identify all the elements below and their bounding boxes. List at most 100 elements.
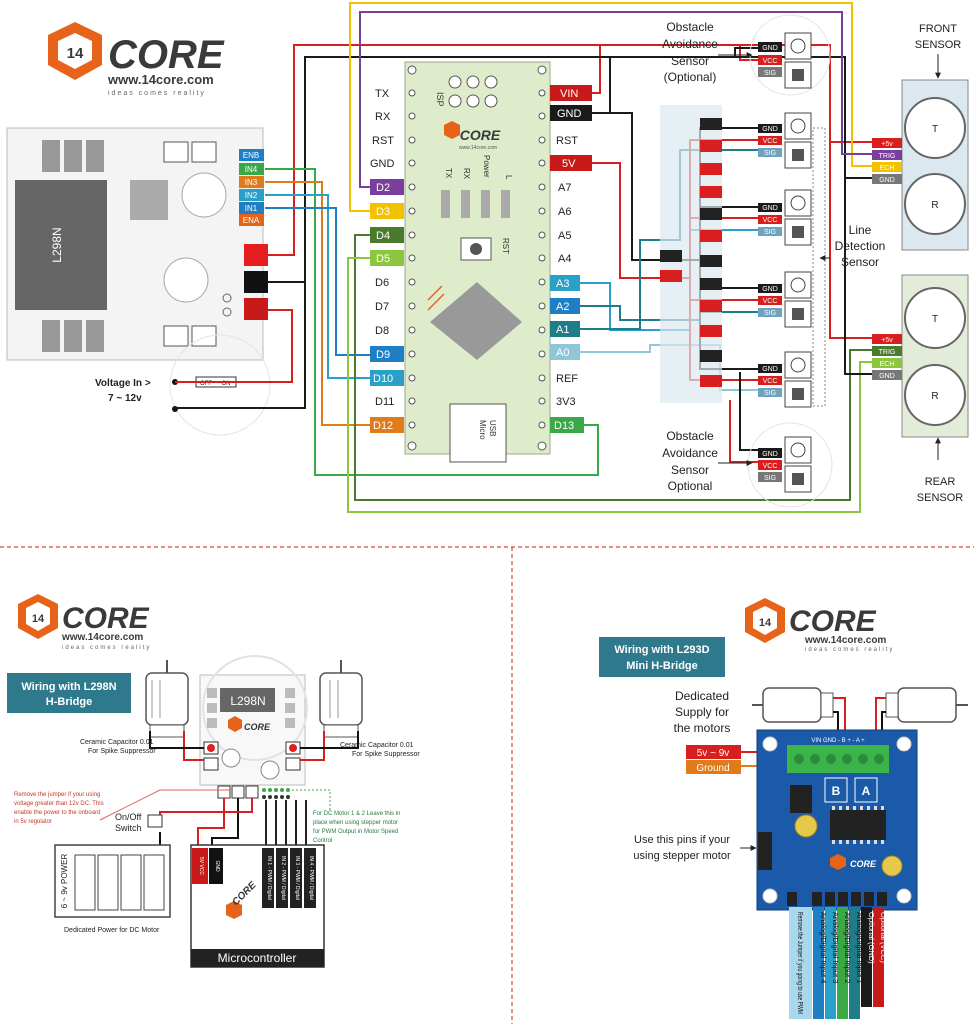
jumper-note: Remove the jumper if your using voltage … [14,792,104,825]
rear-ech: ECH [880,361,895,368]
motor-note: For DC Motor 1 & 2 Leave this in place w… [313,811,400,844]
pin-d4: D4 [376,230,390,242]
l298n-board-bottom: L298N CORE [199,655,308,799]
motor-note-3: for PWM Output in Motor Speed [313,829,398,835]
l293d-title-1: Wiring with L293D [614,644,709,656]
motor-note-2: place when using stepper motor [313,820,398,826]
l293d-terminal-labels: VIN GND - B + - A + [811,738,865,744]
micro-usb-port [449,403,507,463]
brand-logo-bottom-left: 14 CORE www.14core.com ideas comes reali… [18,594,151,651]
onoff-label-2: Switch [115,823,142,833]
line4-sig: SIG [764,390,776,397]
jumper-note-2: voltage greater than 12v DC. This [14,801,104,807]
dc-motor-right [319,660,363,738]
logo-br-tagline: ideas comes reality [805,647,894,653]
l298n-pin-tags: ENB IN4 IN3 IN2 IN1 ENA [239,149,264,226]
front-5v: +5v [881,141,893,148]
l298n-chip [15,180,107,310]
onoff-switch[interactable] [147,814,163,828]
pin-label-in4: IN4 [245,165,258,174]
rear-ultrasonic-sensor: T R +5v TRIG ECH GND [872,274,969,438]
line3-gnd: GND [762,286,778,293]
obstacle-top-label: Obstacle Avoidance Sensor (Optional) [662,20,718,84]
switch-highlight [169,334,271,436]
pin-d12: D12 [373,420,393,432]
nano-right-pins: RST A7 A6 A5 A4 REF 3V3 [556,135,578,408]
line1-vcc: VCC [763,138,778,145]
line4-vcc: VCC [763,378,778,385]
l293d-pin-labels: Remove the Jumper if you going to use PW… [789,907,888,1019]
obs-top-l4: (Optional) [664,70,717,84]
pin-d9: D9 [376,349,390,361]
mcu-pin-in2: IN 2 - PWM / Digital [280,856,286,900]
pin-d3: D3 [376,206,390,218]
logo-bl-badge: 14 [32,613,45,625]
label-input-1: Analog/Digital Input 1 [855,912,864,983]
front-r: R [931,200,938,211]
pin-a5: A5 [558,230,571,242]
ir-sensor-top: GND VCC SIG [749,14,831,96]
logo-bl-tagline: ideas comes reality [62,645,151,651]
pin-a7: A7 [558,182,571,194]
pin-rst-left: RST [372,135,394,147]
line2-sig: SIG [764,229,776,236]
logo-br-wordmark: CORE [789,605,877,638]
ded-l2: Supply for [675,705,729,719]
cap-left-1: Ceramic Capacitor 0.01 [80,739,154,746]
pin-label-in2: IN2 [245,191,258,200]
rear-label-2: SENSOR [917,492,964,504]
ir-bottom-vcc: VCC [763,463,778,470]
line-detection-label: Line Detection Sensor [835,223,886,269]
nano-logo-icon [444,121,460,139]
jumper-note-4: in 5v regulator [14,819,52,825]
pin-label-in3: IN3 [245,178,258,187]
front-gnd: GND [879,177,895,184]
pin-label-ena: ENA [243,216,260,225]
mcu-pin-in3: IN 3 - PWM / Digital [294,856,300,900]
label-optional-gnd: Optional (GND) [867,912,876,964]
rear-gnd: GND [879,373,895,380]
obs-bottom-l1: Obstacle [666,429,714,443]
logo-bl-wordmark: CORE [62,602,150,635]
silk-tx: TX [444,168,453,179]
cap-labels: Ceramic Capacitor 0.01 For Spike Suppres… [80,739,420,758]
silk-rx: RX [462,168,471,180]
logo-badge: 14 [67,45,84,62]
obs-top-l1: Obstacle [666,20,714,34]
pin-rst-right: RST [556,135,578,147]
brand-logo-bottom-right: 14 CORE www.14core.com ideas comes reali… [745,598,894,653]
front-ultrasonic-sensor: T R +5v TRIG ECH GND [872,79,969,251]
mcu-pin-vcc: 5V VCC [198,857,204,875]
ded-l1: Dedicated [675,689,729,703]
terminal-5v [244,298,268,320]
logo-br-badge: 14 [759,617,772,629]
silk-micro: Micro [478,420,487,440]
label-remove-jumper: Remove the Jumper if you going to use PW… [796,912,805,1014]
line2-vcc: VCC [763,217,778,224]
front-ech: ECH [880,165,895,172]
dc-motor-left [145,660,189,738]
silk-l: L [504,175,513,180]
onoff-label-1: On/Off [115,812,142,822]
terminal-gnd [244,271,268,293]
jumper-note-1: Remove the jumper if your using [14,792,100,798]
rear-trig: TRIG [879,349,896,356]
logo-url: www.14core.com [107,72,214,87]
mcu-pin-gnd: GND [214,860,220,872]
l293d-chip [830,810,886,840]
pin-tag-in3 [239,176,264,188]
mini-motor-left [752,687,834,723]
voltage-label-2: 7 ~ 12v [108,393,142,404]
mcu-label: Microcontroller [218,951,297,965]
ir-top-vcc: VCC [763,58,778,65]
ir-bottom-sig: SIG [764,475,776,482]
switch-on-label: ON [222,381,231,387]
pin-d6: D6 [375,277,389,289]
rear-t: T [932,314,938,325]
dedicated-supply-label: Dedicated Supply for the motors [674,689,731,735]
isp-header [448,75,498,108]
obs-bottom-l4: Optional [668,479,713,493]
pin-tag-ena [239,214,264,226]
